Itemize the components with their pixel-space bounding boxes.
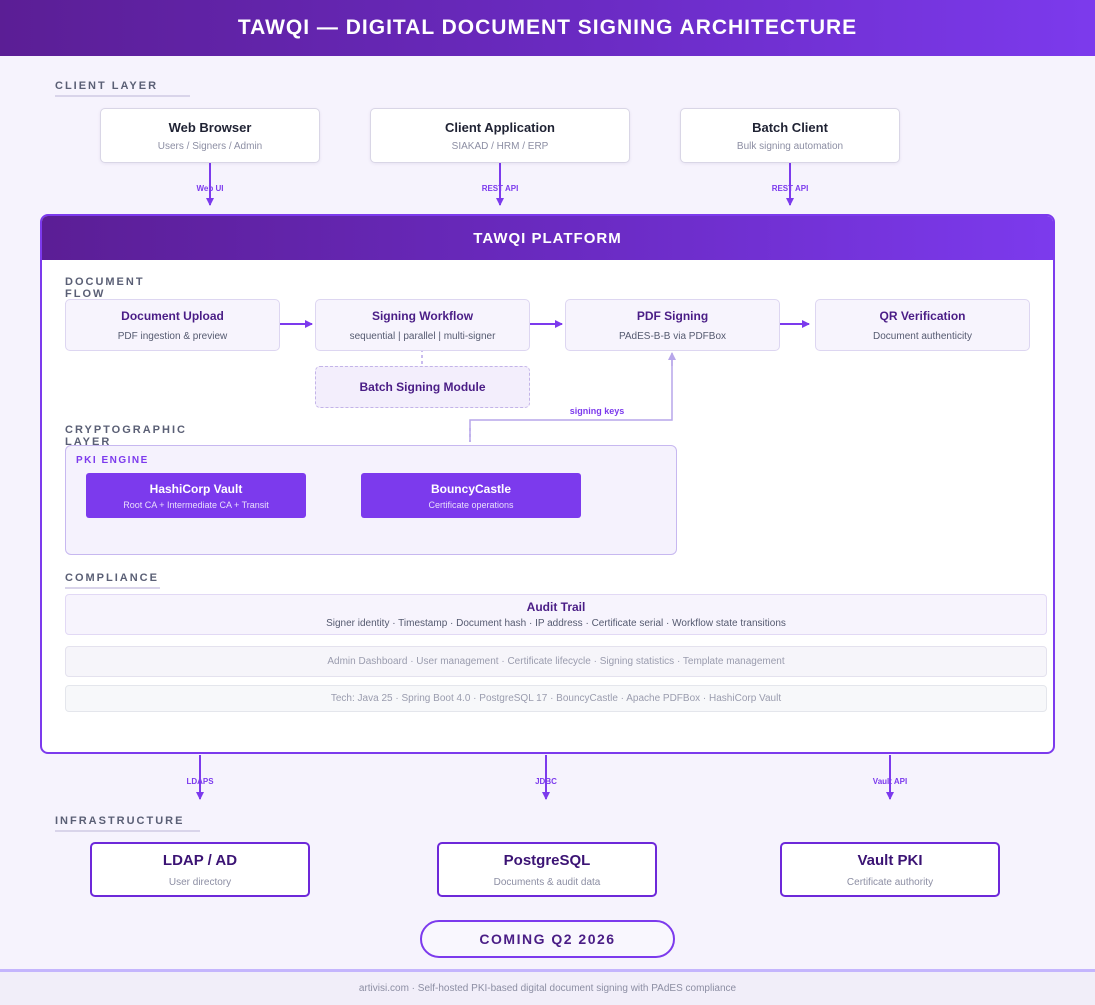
- qr-verification-sub: Document authenticity: [873, 330, 972, 342]
- vault-api-arrow-label: Vault API: [872, 777, 908, 786]
- coming-soon-text: COMING Q2 2026: [479, 931, 616, 947]
- footer: artivisi.com · Self-hosted PKI-based dig…: [0, 972, 1095, 1005]
- qr-verification-title: QR Verification: [879, 308, 966, 323]
- document-upload-sub: PDF ingestion & preview: [117, 330, 228, 342]
- web-ui-arrow-label: Web UI: [196, 184, 224, 193]
- client-app-arrow-label: REST API: [481, 184, 519, 193]
- ldap-ad-node: LDAP / AD User directory: [90, 842, 310, 897]
- compliance-label: COMPLIANCE: [65, 572, 160, 589]
- bouncycastle-sub: Certificate operations: [428, 499, 514, 510]
- footer-text: artivisi.com · Self-hosted PKI-based dig…: [358, 983, 737, 994]
- hashicorp-vault-sub: Root CA + Intermediate CA + Transit: [123, 499, 269, 510]
- admin-dashboard-row: Admin Dashboard · User management · Cert…: [65, 646, 1047, 677]
- signing-workflow-sub: sequential | parallel | multi-signer: [349, 330, 496, 342]
- page-title: TAWQI — DIGITAL DOCUMENT SIGNING ARCHITE…: [237, 16, 858, 39]
- pdf-signing-node: PDF Signing PAdES-B-B via PDFBox: [565, 299, 780, 351]
- pdf-signing-title: PDF Signing: [636, 308, 709, 323]
- document-upload-node: Document Upload PDF ingestion & preview: [65, 299, 280, 351]
- audit-trail-title: Audit Trail: [526, 600, 586, 614]
- infrastructure-label: INFRASTRUCTURE: [55, 815, 200, 832]
- postgresql-title: PostgreSQL: [503, 851, 591, 869]
- client-application-node: Client Application SIAKAD / HRM / ERP: [370, 108, 630, 163]
- signing-workflow-node: Signing Workflow sequential | parallel |…: [315, 299, 530, 351]
- page-title-banner: TAWQI — DIGITAL DOCUMENT SIGNING ARCHITE…: [0, 0, 1095, 56]
- hashicorp-vault-title: HashiCorp Vault: [149, 481, 243, 496]
- footer-divider: [0, 969, 1095, 972]
- postgresql-node: PostgreSQL Documents & audit data: [437, 842, 657, 897]
- tech-stack-text: Tech: Java 25 · Spring Boot 4.0 · Postgr…: [330, 693, 782, 704]
- batch-client-sub: Bulk signing automation: [736, 140, 844, 152]
- qr-verification-node: QR Verification Document authenticity: [815, 299, 1030, 351]
- pdf-signing-sub: PAdES-B-B via PDFBox: [618, 330, 727, 342]
- web-browser-node: Web Browser Users / Signers / Admin: [100, 108, 320, 163]
- client-application-sub: SIAKAD / HRM / ERP: [451, 140, 549, 152]
- tawqi-platform-container: TAWQI PLATFORM DOCUMENT FLOW Document Up…: [40, 214, 1055, 754]
- vault-pki-sub: Certificate authority: [846, 876, 934, 888]
- audit-trail-row: Audit Trail Signer identity · Timestamp …: [65, 594, 1047, 635]
- bouncycastle-node: BouncyCastle Certificate operations: [361, 473, 581, 518]
- signing-workflow-title: Signing Workflow: [371, 308, 474, 323]
- document-upload-title: Document Upload: [121, 308, 224, 323]
- pki-engine-label: PKI ENGINE: [76, 455, 149, 466]
- web-browser-title: Web Browser: [168, 119, 252, 135]
- batch-client-arrow-label: REST API: [771, 184, 809, 193]
- batch-signing-module-node: Batch Signing Module: [315, 366, 530, 408]
- tech-stack-row: Tech: Java 25 · Spring Boot 4.0 · Postgr…: [65, 685, 1047, 712]
- client-layer-label: CLIENT LAYER: [55, 80, 190, 97]
- client-application-title: Client Application: [444, 119, 556, 135]
- audit-trail-sub: Signer identity · Timestamp · Document h…: [326, 618, 786, 629]
- ldaps-arrow-label: LDAPS: [186, 777, 214, 786]
- hashicorp-vault-node: HashiCorp Vault Root CA + Intermediate C…: [86, 473, 306, 518]
- vault-pki-node: Vault PKI Certificate authority: [780, 842, 1000, 897]
- platform-header: TAWQI PLATFORM: [42, 216, 1053, 260]
- batch-client-node: Batch Client Bulk signing automation: [680, 108, 900, 163]
- signing-keys-label: signing keys: [569, 406, 625, 416]
- platform-title: TAWQI PLATFORM: [473, 229, 622, 247]
- coming-soon-badge: COMING Q2 2026: [420, 920, 675, 958]
- pki-engine-panel: PKI ENGINE HashiCorp Vault Root CA + Int…: [65, 445, 677, 555]
- bouncycastle-title: BouncyCastle: [430, 481, 512, 496]
- ldap-ad-sub: User directory: [168, 876, 232, 888]
- jdbc-arrow-label: JDBC: [535, 777, 557, 786]
- web-browser-sub: Users / Signers / Admin: [157, 140, 263, 152]
- batch-client-title: Batch Client: [752, 119, 828, 135]
- admin-dashboard-text: Admin Dashboard · User management · Cert…: [327, 656, 785, 667]
- batch-signing-module-title: Batch Signing Module: [359, 380, 486, 394]
- postgresql-sub: Documents & audit data: [493, 876, 601, 888]
- ldap-ad-title: LDAP / AD: [162, 851, 238, 869]
- vault-pki-title: Vault PKI: [857, 851, 923, 869]
